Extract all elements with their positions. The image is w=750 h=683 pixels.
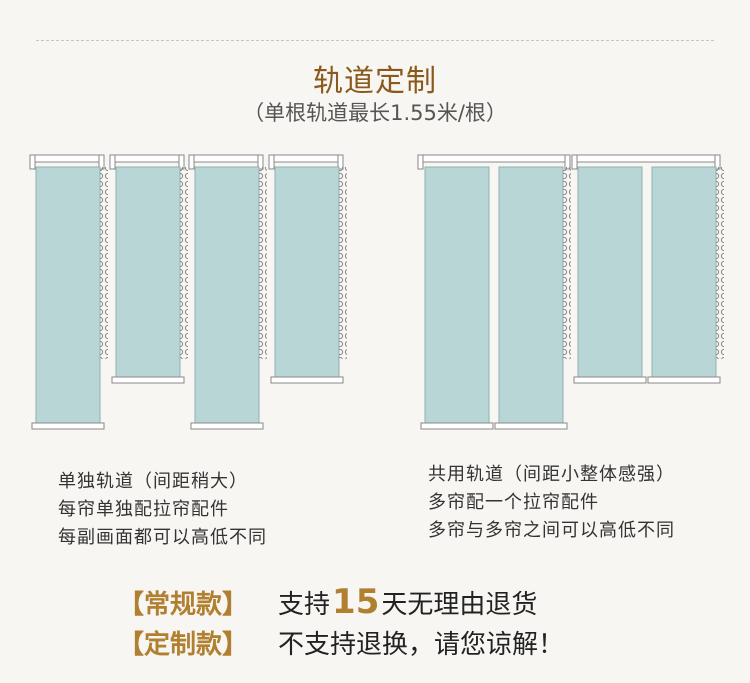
track-rail [417,154,571,170]
bottom-bar [573,376,647,384]
pull-chain [716,167,724,359]
caption-line: 多帘与多帘之间可以高低不同 [428,520,675,541]
curtain-panel [274,166,340,378]
bottom-bar [190,422,264,430]
bottom-bar [647,376,721,384]
regular-policy-line: 【常规款】 支持 15 天无理由退货 [118,582,537,622]
page-subtitle: （单根轨道最长1.55米/根） [243,101,507,125]
regular-post: 天无理由退货 [381,590,538,620]
custom-tag: 【定制款】 [118,630,249,660]
pull-chain [259,167,267,359]
caption-line: 每副画面都可以高低不同 [58,527,267,548]
caption-line: 共用轨道（间距小整体感强） [428,464,675,485]
curtain-panel [424,166,490,424]
curtain-panel [115,166,181,378]
shared-tracks-caption: 共用轨道（间距小整体感强） 多帘配一个拉帘配件 多帘与多帘之间可以高低不同 [428,461,675,545]
curtain-panel [498,166,564,424]
separate-tracks-caption: 单独轨道（间距稍大） 每帘单独配拉帘配件 每副画面都可以高低不同 [58,468,267,552]
track-rail [29,154,105,170]
regular-pre: 支持 [278,590,331,620]
track-rail [268,154,344,170]
caption-line: 每帘单独配拉帘配件 [58,499,229,520]
dashed-divider [36,40,714,41]
bottom-bar [494,422,568,430]
bottom-bar [270,376,344,384]
return-days: 15 [332,582,380,622]
separate-tracks-illustration [29,154,347,430]
pull-chain [339,167,347,359]
caption-line: 多帘配一个拉帘配件 [428,492,599,513]
pull-chain [100,167,108,359]
caption-line: 单独轨道（间距稍大） [58,471,248,492]
custom-text: 不支持退换，请您谅解！ [278,630,565,660]
curtain-panel [577,166,643,378]
shared-tracks-illustration [417,154,724,430]
pull-chain [180,167,188,359]
custom-policy-line: 【定制款】 不支持退换，请您谅解！ [118,624,564,661]
track-rail [188,154,264,170]
curtain-panel [651,166,717,378]
pull-chain [563,167,571,359]
track-rail [571,154,721,170]
bottom-bar [31,422,105,430]
bottom-bar [111,376,185,384]
regular-tag: 【常规款】 [118,590,249,620]
page-title: 轨道定制 [313,64,437,99]
curtain-panel [194,166,260,424]
bottom-bar [420,422,494,430]
curtain-track-diagram [29,154,724,430]
curtain-panel [35,166,101,424]
